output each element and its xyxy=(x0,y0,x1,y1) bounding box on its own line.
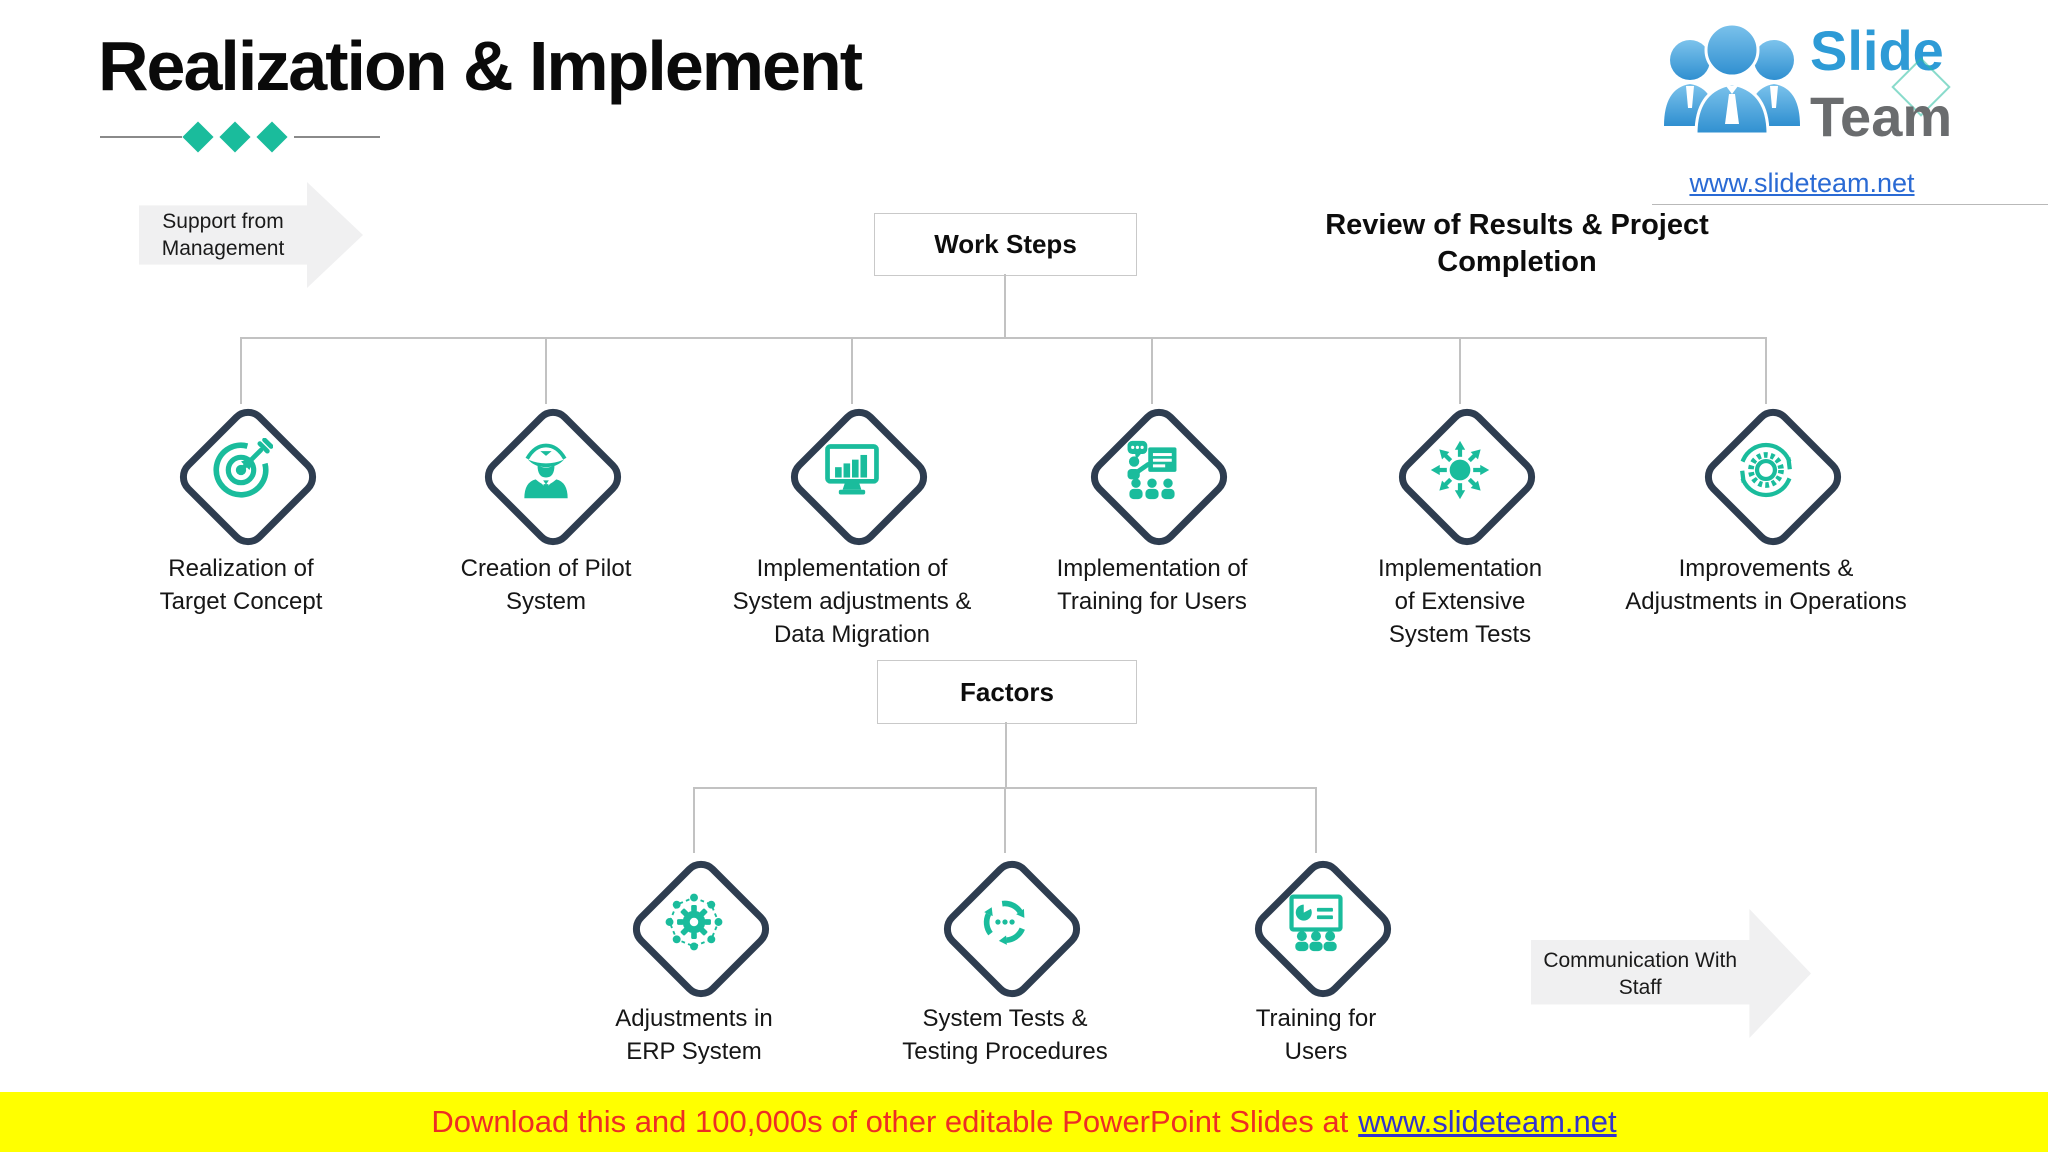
target-icon xyxy=(213,438,273,498)
step-label: Improvements & Adjustments in Operations xyxy=(1625,555,1907,615)
connector xyxy=(241,337,1766,339)
step-label: Creation of Pilot System xyxy=(460,555,632,615)
logo-url-link[interactable]: www.slideteam.net xyxy=(1689,168,1915,198)
connector xyxy=(240,337,242,404)
connector xyxy=(1004,274,1006,337)
banner-link[interactable]: www.slideteam.net xyxy=(1358,1104,1617,1139)
connector xyxy=(1459,337,1461,404)
title-diamond-icon xyxy=(182,121,214,153)
logo-brand-team: Team xyxy=(1810,85,1953,148)
review-note: Review of Results & Project Completion xyxy=(1325,209,1709,278)
training-board-icon xyxy=(1289,894,1343,952)
expand-arrows-icon xyxy=(1428,438,1492,502)
work-steps-header-label: Work Steps xyxy=(934,229,1077,259)
work-steps-header-box: Work Steps xyxy=(874,213,1137,276)
support-arrow-label: Support from Management xyxy=(161,210,285,260)
support-from-management-arrow: Support from Management xyxy=(139,182,363,288)
factor-label: Training for Users xyxy=(1255,1005,1377,1065)
connector xyxy=(1765,337,1767,404)
title-divider-line-right xyxy=(294,136,380,138)
cycle-arrows-icon xyxy=(973,890,1037,954)
logo-separator-line xyxy=(1652,204,2048,205)
team-people-icon xyxy=(1664,22,1800,136)
connector xyxy=(1151,337,1153,404)
connector xyxy=(1004,787,1006,853)
page-title: Realization & Implement xyxy=(98,27,863,105)
connector xyxy=(545,337,547,404)
communication-with-staff-arrow: Communication With Staff xyxy=(1531,909,1811,1038)
communication-arrow-label: Communication With Staff xyxy=(1543,948,1738,999)
step-label: Realization of Target Concept xyxy=(159,555,323,615)
connector xyxy=(1315,787,1317,853)
title-divider-line-left xyxy=(100,136,182,138)
connector xyxy=(693,787,695,853)
title-diamond-icon xyxy=(219,121,251,153)
download-banner: Download this and 100,000s of other edit… xyxy=(0,1092,2048,1152)
banner-text: Download this and 100,000s of other edit… xyxy=(431,1104,1349,1139)
logo-brand-slide: Slide xyxy=(1810,19,1944,82)
step-label: Implementation of System adjustments & D… xyxy=(732,555,972,648)
process-gear-icon xyxy=(1740,442,1792,498)
factors-header-label: Factors xyxy=(960,676,1054,707)
factor-label: Adjustments in ERP System xyxy=(615,1005,773,1065)
factors-header-box: Factors xyxy=(877,660,1137,724)
trainer-presentation-icon xyxy=(1127,440,1177,500)
step-label: Implementation of Extensive System Tests xyxy=(1377,555,1543,648)
step-label: Implementation of Training for Users xyxy=(1056,555,1248,615)
monitor-chart-icon xyxy=(825,444,879,495)
gear-network-icon xyxy=(665,893,723,951)
connector xyxy=(1005,722,1007,787)
pilot-icon xyxy=(524,443,568,499)
factor-label: System Tests & Testing Procedures xyxy=(902,1005,1108,1065)
title-diamond-icon xyxy=(256,121,288,153)
connector xyxy=(851,337,853,404)
